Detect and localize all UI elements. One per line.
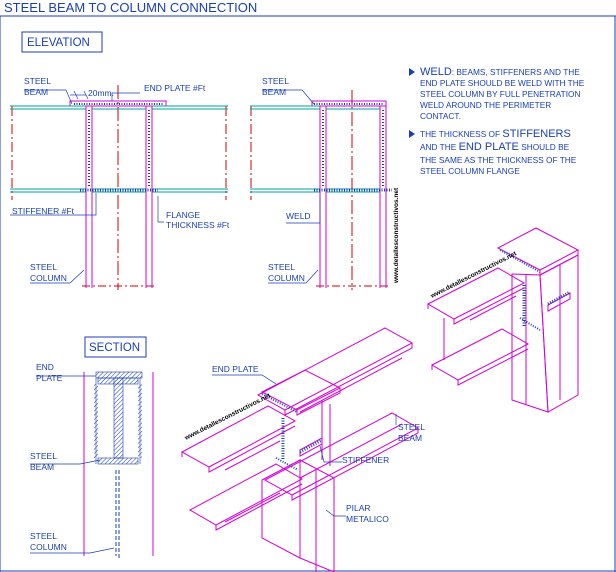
isometric-main (180, 327, 420, 572)
label-steel-column-1: STEEL (268, 262, 295, 272)
isometric-small (426, 227, 580, 413)
label-steel-beam-1: STEEL (30, 451, 57, 461)
label-pilar-1: PILAR (346, 503, 371, 513)
label-steel-beam-2: BEAM (24, 87, 48, 97)
note-2-line-3: THE SAME AS THE THICKNESS OF THE (420, 155, 577, 165)
label-steel-beam-1: STEEL (398, 422, 425, 432)
note-1-line-5: CONTACT. (420, 111, 461, 121)
note-2-line-1: THE THICKNESS OF STIFFENERS (420, 128, 571, 140)
label-stiffener: STIFFENER #Ft (12, 206, 75, 216)
label-steel-column-2: COLUMN (30, 273, 67, 283)
section-heading: SECTION (84, 336, 147, 358)
label-end-plate-1: END (36, 362, 54, 372)
label-flange-2: THICKNESS #Ft (166, 220, 230, 230)
bullet-icon (409, 130, 415, 138)
svg-text:SECTION: SECTION (89, 342, 140, 354)
section-view: END PLATE STEEL BEAM STEEL COLUMN (30, 362, 154, 560)
elevation-heading: ELEVATION (21, 31, 103, 53)
label-end-plate: END PLATE (212, 364, 259, 374)
label-dimension: 20mm. (88, 88, 114, 98)
note-1-line-3: STEEL COLUMN BY FULL PENETRATION (420, 89, 580, 99)
elevation-left: STEEL BEAM 20mm. END PLATE #Ft STIFFENER… (10, 76, 230, 290)
watermark: www.detallesconstructivos.net (183, 392, 273, 442)
label-weld: WELD (286, 211, 311, 221)
bullet-icon (409, 68, 415, 76)
page-title: STEEL BEAM TO COLUMN CONNECTION (4, 0, 257, 15)
svg-text:ELEVATION: ELEVATION (27, 37, 90, 49)
label-steel-beam-2: BEAM (262, 87, 286, 97)
notes: WELD: BEAMS, STIFFENERS AND THE END PLAT… (409, 66, 585, 176)
label-pilar-2: METALICO (346, 514, 389, 524)
label-steel-column-1: STEEL (30, 531, 57, 541)
note-1-line-1: WELD: BEAMS, STIFFENERS AND THE (420, 66, 580, 78)
label-steel-beam-1: STEEL (262, 76, 289, 86)
label-flange-1: FLANGE (166, 210, 200, 220)
label-steel-beam-1: STEEL (24, 76, 51, 86)
label-end-plate-2: PLATE (36, 373, 63, 383)
watermark: www.detallesconstructivos.net (393, 187, 400, 284)
label-steel-beam-2: BEAM (30, 462, 54, 472)
label-steel-beam-2: BEAM (398, 433, 422, 443)
label-stiffener: STIFFENER (342, 455, 389, 465)
note-1-line-4: WELD AROUND THE PERIMETER (420, 100, 551, 110)
note-1-line-2: END PLATE SHOULD BE WELD WITH THE (420, 78, 585, 88)
label-end-plate: END PLATE #Ft (144, 83, 206, 93)
label-steel-column-2: COLUMN (268, 273, 305, 283)
label-steel-column-1: STEEL (30, 262, 57, 272)
label-steel-column-2: COLUMN (30, 542, 67, 552)
elevation-right: STEEL BEAM WELD STEEL COLUMN www.detalle… (250, 76, 400, 290)
note-2-line-4: STEEL COLUMN FLANGE (420, 166, 520, 176)
note-2-line-2: AND THE END PLATE SHOULD BE (420, 141, 570, 153)
